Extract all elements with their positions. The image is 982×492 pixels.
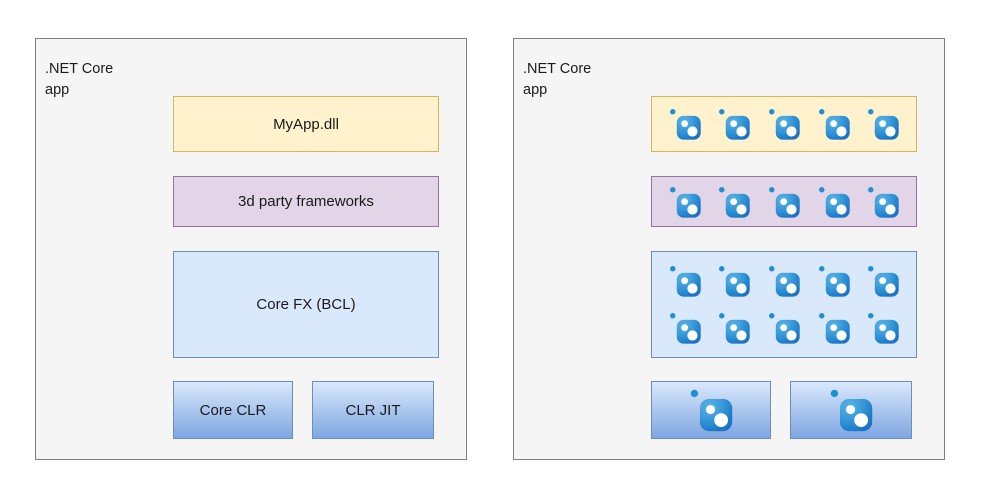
icon-row bbox=[652, 107, 916, 141]
nuget-package-icon bbox=[769, 312, 800, 344]
icon-group-core-clr bbox=[652, 382, 770, 438]
dotnet-core-app-panel-left: .NET Core app MyApp.dll 3d party framewo… bbox=[35, 38, 467, 460]
nuget-package-icon bbox=[719, 186, 750, 218]
icon-group-third-party bbox=[652, 177, 916, 226]
layer-app-assembly-left[interactable]: MyApp.dll bbox=[173, 96, 439, 152]
nuget-package-icon bbox=[719, 109, 750, 140]
layer-third-party-left[interactable]: 3d party frameworks bbox=[173, 176, 439, 227]
nuget-package-icon bbox=[769, 186, 800, 218]
icon-row bbox=[652, 264, 916, 298]
layer-label-core-fx-left: Core FX (BCL) bbox=[256, 296, 356, 313]
nuget-package-icon bbox=[669, 109, 701, 140]
layer-label-third-party-left: 3d party frameworks bbox=[238, 193, 374, 210]
nuget-package-icon bbox=[818, 266, 850, 297]
layer-core-clr-right[interactable] bbox=[651, 381, 771, 439]
layer-label-clr-jit-left: CLR JIT bbox=[345, 401, 401, 419]
nuget-package-icon bbox=[818, 186, 850, 218]
nuget-package-icon bbox=[868, 312, 899, 344]
nuget-package-icon bbox=[868, 266, 899, 297]
icon-row bbox=[652, 387, 770, 433]
panel-label-left: .NET Core app bbox=[45, 61, 114, 98]
layer-third-party-right[interactable] bbox=[651, 176, 917, 227]
layer-clr-jit-right[interactable] bbox=[790, 381, 912, 439]
nuget-package-icon bbox=[669, 312, 701, 344]
icon-group-clr-jit bbox=[791, 382, 911, 438]
layer-core-clr-left[interactable]: Core CLR bbox=[173, 381, 293, 439]
nuget-package-icon bbox=[719, 312, 750, 344]
nuget-package-icon bbox=[690, 389, 733, 432]
layer-core-fx-right[interactable] bbox=[651, 251, 917, 358]
nuget-package-icon bbox=[868, 109, 899, 140]
icon-row bbox=[791, 387, 911, 433]
icon-group-app-assembly bbox=[652, 97, 916, 151]
layer-clr-jit-left[interactable]: CLR JIT bbox=[312, 381, 434, 439]
nuget-package-icon bbox=[818, 312, 850, 344]
nuget-package-icon bbox=[669, 266, 701, 297]
icon-row bbox=[652, 185, 916, 219]
nuget-package-icon bbox=[719, 266, 750, 297]
icon-group-core-fx bbox=[652, 252, 916, 357]
nuget-package-icon bbox=[769, 109, 800, 140]
layer-app-assembly-right[interactable] bbox=[651, 96, 917, 152]
nuget-package-icon bbox=[818, 109, 850, 140]
nuget-package-icon bbox=[669, 186, 701, 218]
nuget-package-icon bbox=[769, 266, 800, 297]
layer-core-fx-left[interactable]: Core FX (BCL) bbox=[173, 251, 439, 358]
nuget-package-icon bbox=[868, 186, 899, 218]
layer-label-app-assembly-left: MyApp.dll bbox=[273, 115, 339, 133]
panel-label-right: .NET Core app bbox=[523, 61, 592, 98]
dotnet-core-app-panel-right: .NET Core app bbox=[513, 38, 945, 460]
icon-row bbox=[652, 311, 916, 345]
nuget-package-icon bbox=[830, 389, 873, 432]
layer-label-core-clr-left: Core CLR bbox=[199, 401, 267, 419]
